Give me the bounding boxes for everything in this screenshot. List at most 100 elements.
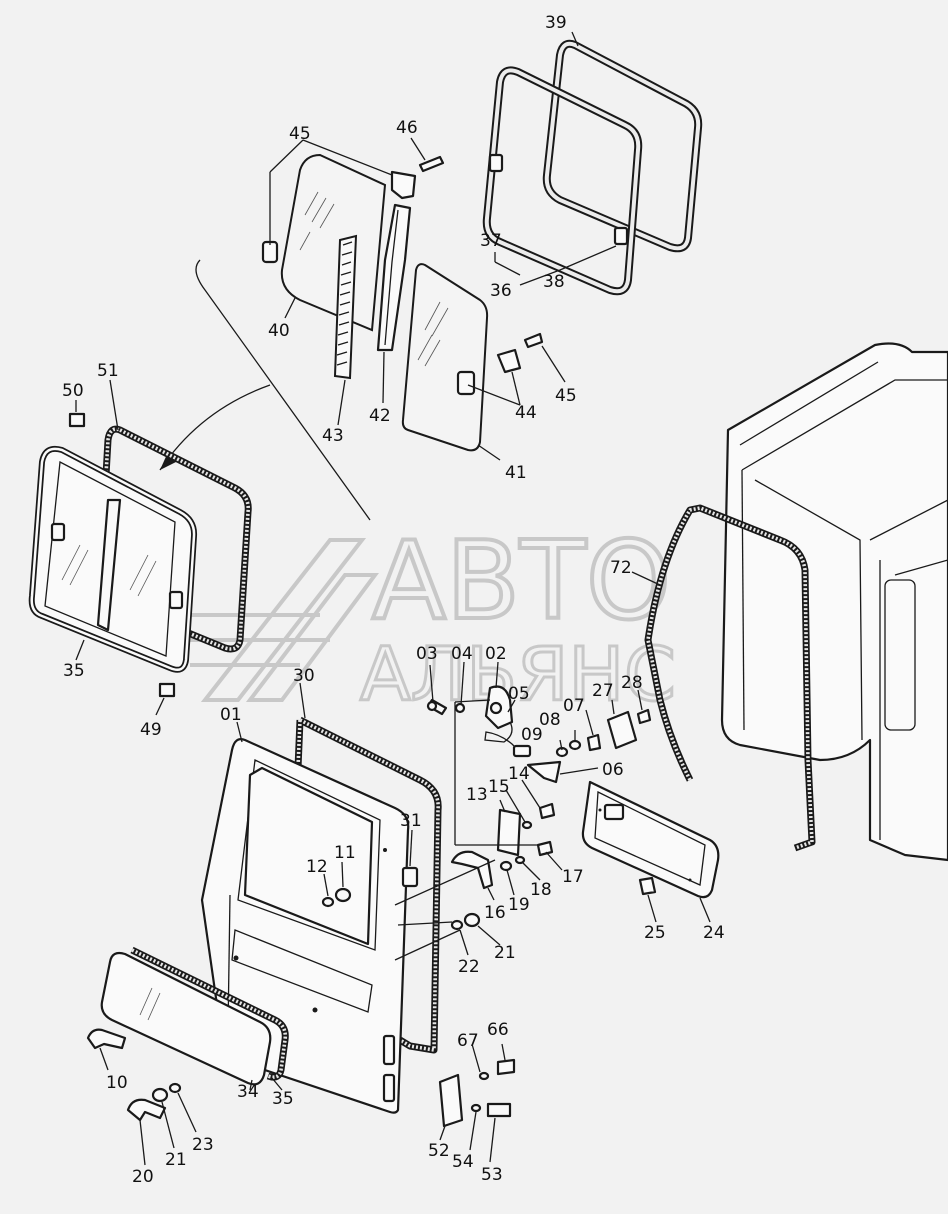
washer-54 bbox=[470, 1103, 482, 1113]
inner-trim-seal-35 bbox=[130, 946, 289, 1081]
glass-seal-44 bbox=[333, 234, 358, 380]
callout-49: 49 bbox=[140, 720, 162, 740]
callout-39: 38 bbox=[543, 272, 565, 292]
latch-assembly-02 bbox=[484, 685, 532, 758]
callout-31: 31 bbox=[400, 811, 422, 831]
washer-19 bbox=[499, 860, 513, 872]
callout-50: 50 bbox=[62, 381, 84, 401]
trim-panel-24 bbox=[581, 780, 720, 899]
callout-43: 42 bbox=[369, 406, 391, 426]
door-opening-seal-72 bbox=[644, 504, 816, 852]
guide-38 bbox=[488, 153, 504, 173]
callout-11: 11 bbox=[334, 843, 356, 863]
callout-34: 34 bbox=[237, 1082, 259, 1102]
handle-27 bbox=[606, 710, 638, 750]
callout-16: 16 bbox=[484, 903, 506, 923]
callout-52: 52 bbox=[428, 1141, 450, 1161]
handle-16 bbox=[450, 850, 494, 890]
callout-46-upper: 46 bbox=[396, 118, 418, 138]
bolt-14 bbox=[538, 802, 556, 820]
callout-07: 07 bbox=[563, 696, 585, 716]
callout-42: 41 bbox=[505, 463, 527, 483]
callout-08: 08 bbox=[539, 710, 561, 730]
grip-10 bbox=[86, 1028, 127, 1050]
callout-05: 05 bbox=[508, 684, 530, 704]
bracket-45-46-upper bbox=[390, 155, 445, 200]
handle-20 bbox=[126, 1098, 167, 1122]
callout-02: 02 bbox=[485, 644, 507, 664]
watermark-logo: АВТО АЛЬЯНС bbox=[160, 517, 677, 720]
pad-49 bbox=[158, 682, 176, 698]
washer-18 bbox=[514, 855, 526, 865]
callout-35: 35 bbox=[272, 1089, 294, 1109]
callout-40: 39 bbox=[545, 13, 567, 33]
bolt-66 bbox=[496, 1058, 516, 1076]
cab-body bbox=[720, 342, 948, 862]
callout-06: 06 bbox=[602, 760, 624, 780]
callout-41: 40 bbox=[268, 321, 290, 341]
callout-37: 36 bbox=[490, 281, 512, 301]
callout-28: 28 bbox=[621, 673, 643, 693]
callout-30: 30 bbox=[293, 666, 315, 686]
callout-53: 53 bbox=[481, 1165, 503, 1185]
nut-11 bbox=[334, 887, 352, 903]
callout-54: 54 bbox=[452, 1152, 474, 1172]
callout-72: 72 bbox=[610, 558, 632, 578]
callout-14: 14 bbox=[508, 764, 530, 784]
callout-46-lower: 45 bbox=[555, 386, 577, 406]
callout-38: 37 bbox=[480, 231, 502, 251]
callout-51: 51 bbox=[97, 361, 119, 381]
callout-18: 18 bbox=[530, 880, 552, 900]
fixed-glass-41 bbox=[261, 153, 387, 332]
trim-43 bbox=[376, 203, 412, 352]
callout-27: 27 bbox=[592, 681, 614, 701]
callout-10: 10 bbox=[106, 1073, 128, 1093]
callout-22: 22 bbox=[458, 957, 480, 977]
callout-labels: 45 46 40 43 42 41 44 45 39 37 36 38 51 5… bbox=[62, 13, 725, 1187]
bolt-07 bbox=[586, 733, 602, 752]
plate-13 bbox=[496, 808, 522, 857]
nut-21-left bbox=[151, 1087, 169, 1103]
washer-23 bbox=[168, 1082, 182, 1094]
callout-20: 20 bbox=[132, 1167, 154, 1187]
bolt-03 bbox=[426, 698, 448, 716]
washer-04 bbox=[454, 702, 466, 714]
callout-01: 01 bbox=[220, 705, 242, 725]
clip-25 bbox=[638, 876, 657, 896]
washer-67 bbox=[478, 1071, 490, 1081]
watermark-line2: АЛЬЯНС bbox=[360, 632, 676, 718]
washer-08 bbox=[568, 739, 582, 751]
bolt-53 bbox=[486, 1102, 512, 1118]
callout-45-lower: 44 bbox=[515, 403, 537, 423]
callout-13: 13 bbox=[466, 785, 488, 805]
callout-36: 35 bbox=[63, 661, 85, 681]
callout-19: 19 bbox=[508, 895, 530, 915]
callout-23: 23 bbox=[192, 1135, 214, 1155]
callout-09: 09 bbox=[521, 725, 543, 745]
bolt-28 bbox=[636, 708, 652, 725]
window-assembly-36 bbox=[28, 445, 198, 673]
window-frame-37 bbox=[482, 66, 643, 296]
callout-15: 15 bbox=[488, 777, 510, 797]
nut-21-right bbox=[463, 912, 481, 928]
callout-25: 25 bbox=[644, 923, 666, 943]
window-seal-51 bbox=[96, 425, 252, 653]
callout-12: 12 bbox=[306, 857, 328, 877]
callout-21-right: 21 bbox=[494, 943, 516, 963]
bolt-17 bbox=[536, 840, 554, 857]
callout-67: 67 bbox=[457, 1031, 479, 1051]
inner-trim-34 bbox=[100, 951, 272, 1086]
guide-39 bbox=[613, 226, 629, 246]
hinge-52 bbox=[438, 1073, 464, 1128]
sliding-glass-42 bbox=[401, 263, 544, 452]
callout-17: 17 bbox=[562, 867, 584, 887]
striker-31 bbox=[401, 866, 419, 888]
pad-50 bbox=[68, 412, 86, 428]
washer-12 bbox=[321, 896, 335, 908]
lever-06 bbox=[526, 760, 562, 784]
callout-45-upper: 45 bbox=[289, 124, 311, 144]
window-frame-40 bbox=[542, 39, 703, 253]
washer-15 bbox=[521, 820, 533, 830]
